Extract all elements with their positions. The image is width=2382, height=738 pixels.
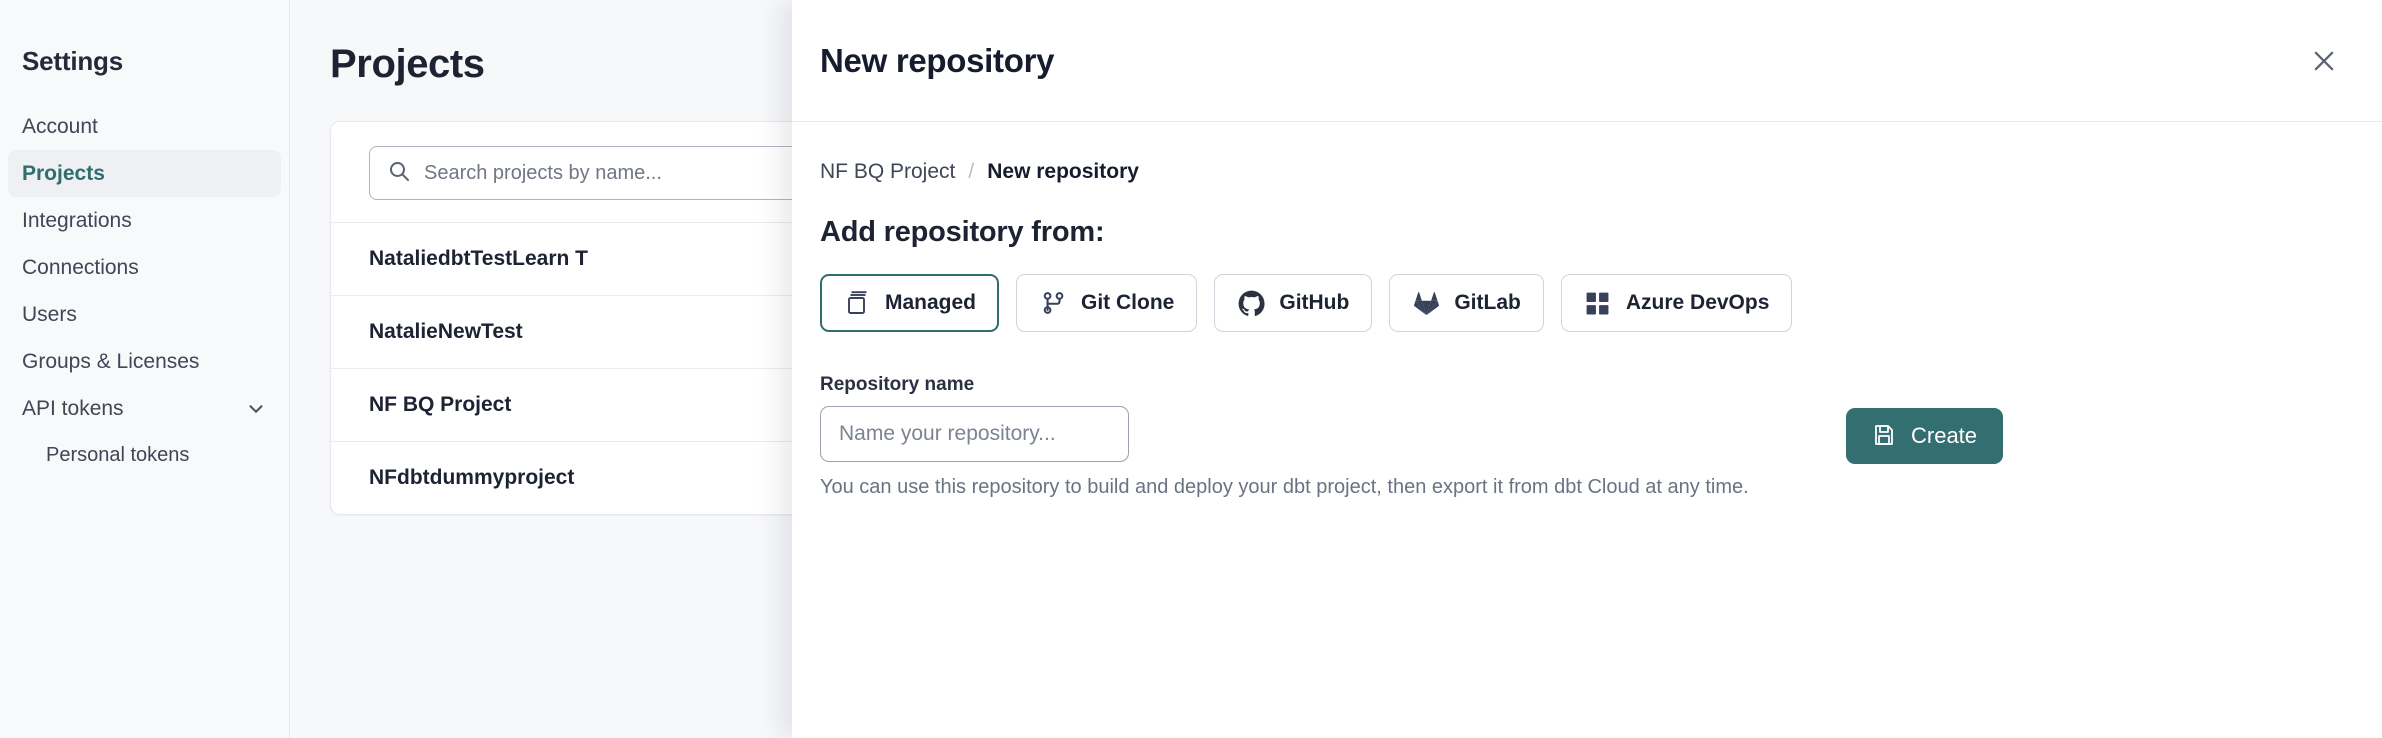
breadcrumb-current: New repository xyxy=(987,160,1139,183)
sidebar-item-groups-licenses[interactable]: Groups & Licenses xyxy=(8,338,281,385)
settings-sidebar: Settings Account Projects Integrations C… xyxy=(0,0,290,738)
breadcrumb-separator: / xyxy=(968,160,975,183)
sidebar-item-connections[interactable]: Connections xyxy=(8,244,281,291)
modal-header: New repository xyxy=(792,0,2382,122)
sidebar-item-integrations[interactable]: Integrations xyxy=(8,197,281,244)
sidebar-item-label: Integrations xyxy=(22,208,132,232)
source-option-label: GitLab xyxy=(1454,291,1521,314)
create-button-label: Create xyxy=(1911,423,1978,448)
source-option-label: Git Clone xyxy=(1081,291,1175,314)
repository-name-label: Repository name xyxy=(820,374,975,395)
repository-helper-text: You can use this repository to build and… xyxy=(820,476,1749,498)
new-repository-modal: New repository NF BQ Project / New repos… xyxy=(792,0,2382,738)
breadcrumb-parent-link[interactable]: NF BQ Project xyxy=(820,160,956,183)
project-name: NataliedbtTestLearn T xyxy=(369,247,588,270)
sidebar-item-label: Account xyxy=(22,114,98,138)
sidebar-title: Settings xyxy=(22,46,123,76)
sidebar-item-api-tokens[interactable]: API tokens xyxy=(8,385,281,432)
sidebar-item-label: Connections xyxy=(22,255,139,279)
repository-name-row: Repository name You can use this reposit… xyxy=(820,374,2346,499)
chevron-down-icon[interactable] xyxy=(245,398,267,420)
azure-devops-icon xyxy=(1584,289,1612,317)
add-repository-from-heading: Add repository from: xyxy=(820,216,1105,248)
source-option-managed[interactable]: Managed xyxy=(820,274,1000,332)
close-icon[interactable] xyxy=(2302,39,2346,83)
sidebar-item-personal-tokens[interactable]: Personal tokens xyxy=(8,432,281,479)
repository-name-input[interactable] xyxy=(820,406,1129,462)
sidebar-item-label: Users xyxy=(22,302,77,326)
source-option-gitlab[interactable]: GitLab xyxy=(1389,274,1544,332)
source-option-label: GitHub xyxy=(1279,291,1350,314)
stack-icon xyxy=(843,289,871,317)
modal-body: NF BQ Project / New repository Add repos… xyxy=(792,122,2382,738)
save-icon xyxy=(1872,423,1898,449)
breadcrumb: NF BQ Project / New repository xyxy=(820,160,2346,184)
repository-name-group: Repository name You can use this reposit… xyxy=(820,374,1825,499)
project-name: NF BQ Project xyxy=(369,393,512,416)
page-title: Projects xyxy=(330,42,485,86)
sidebar-item-projects[interactable]: Projects xyxy=(8,150,281,197)
sidebar-item-label: Projects xyxy=(22,161,105,185)
sidebar-item-account[interactable]: Account xyxy=(8,103,281,150)
git-branch-icon xyxy=(1039,289,1067,317)
repository-source-options: Managed Git Clone GitHub xyxy=(820,274,2346,332)
sidebar-item-label: Groups & Licenses xyxy=(22,349,200,373)
create-button[interactable]: Create xyxy=(1846,408,2004,464)
source-option-github[interactable]: GitHub xyxy=(1214,274,1373,332)
project-name: NatalieNewTest xyxy=(369,320,523,343)
source-option-label: Managed xyxy=(885,291,977,314)
sidebar-item-users[interactable]: Users xyxy=(8,291,281,338)
create-button-wrap: Create xyxy=(1846,374,2004,464)
sidebar-item-label: Personal tokens xyxy=(46,444,190,466)
project-name: NFdbtdummyproject xyxy=(369,466,575,489)
source-option-git-clone[interactable]: Git Clone xyxy=(1016,274,1198,332)
github-icon xyxy=(1237,289,1265,317)
gitlab-icon xyxy=(1412,289,1440,317)
source-option-azure-devops[interactable]: Azure DevOps xyxy=(1560,274,1793,332)
sidebar-item-label: API tokens xyxy=(22,396,124,420)
modal-title: New repository xyxy=(820,41,1055,79)
search-icon xyxy=(387,159,411,188)
search-input-placeholder: Search projects by name... xyxy=(424,161,662,184)
source-option-label: Azure DevOps xyxy=(1625,291,1770,314)
